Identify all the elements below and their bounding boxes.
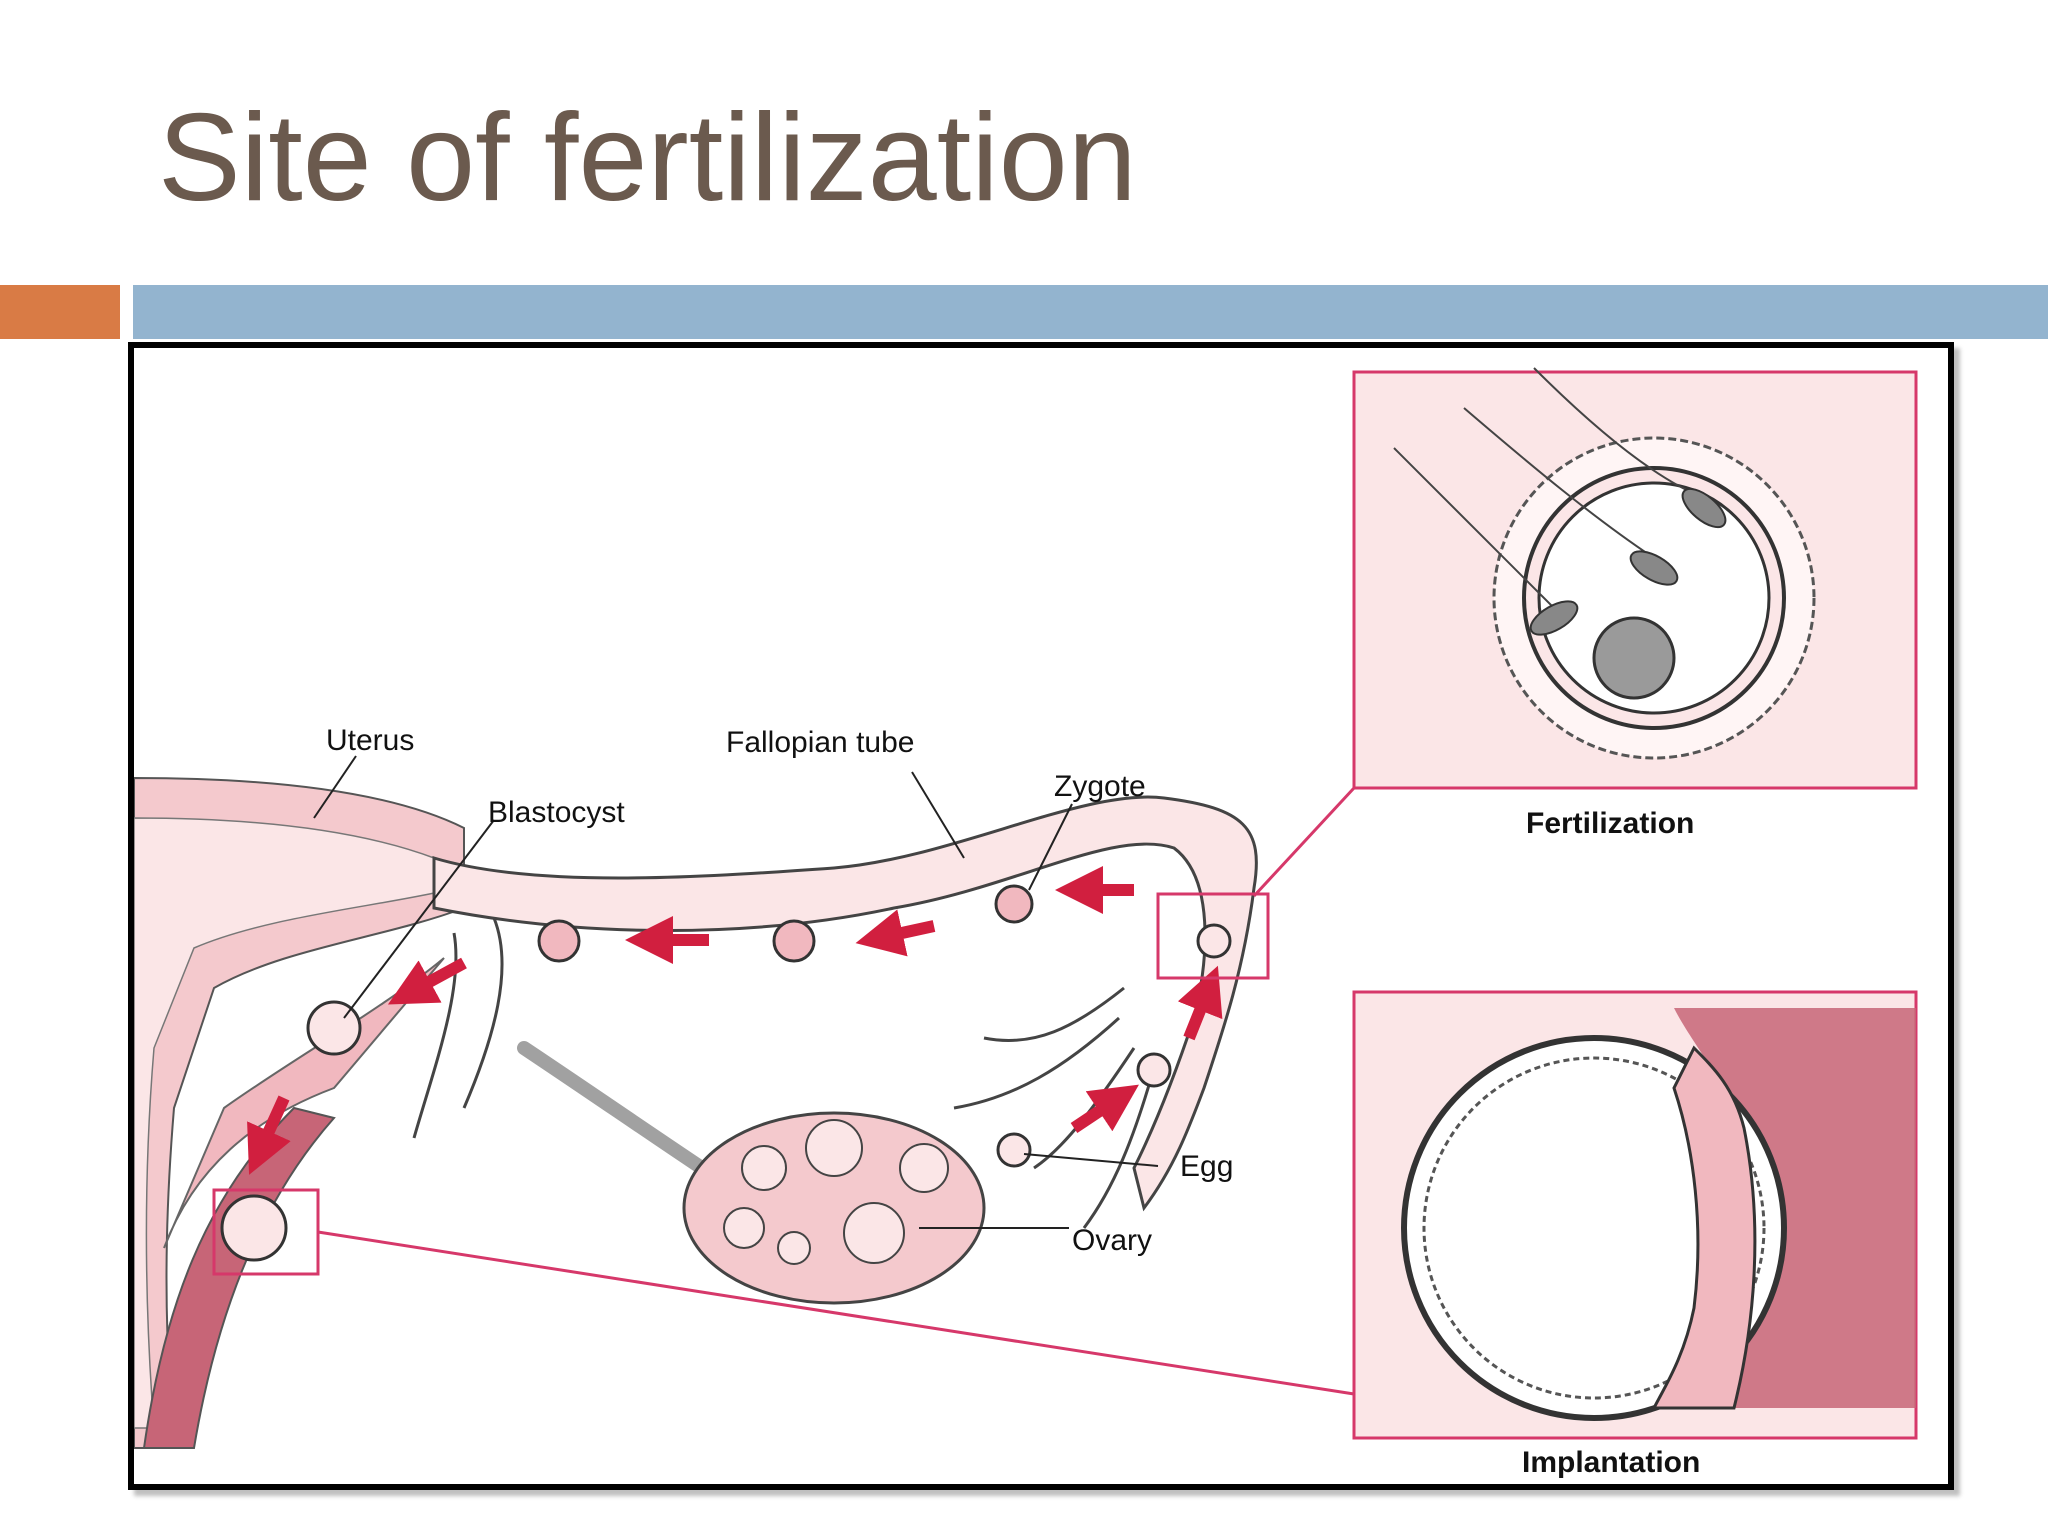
fertilization-site-box	[1156, 892, 1270, 980]
implantation-connector	[317, 1230, 1355, 1396]
tube-cells	[220, 884, 1232, 1262]
figure-frame: Uterus Fallopian tube Zygote Blastocyst …	[128, 342, 1954, 1490]
migration-arrows	[247, 866, 1223, 1175]
fertilization-inset	[1352, 367, 1918, 790]
fertilization-connector	[1252, 786, 1356, 898]
label-zygote: Zygote	[1054, 770, 1146, 803]
label-fertilization: Fertilization	[1526, 807, 1694, 840]
label-pointers	[313, 755, 1159, 1229]
ovary-shape	[682, 1111, 986, 1305]
implantation-inset	[1352, 990, 1918, 1440]
label-implantation: Implantation	[1522, 1446, 1700, 1479]
uterus-shape	[134, 776, 465, 1449]
slide-title: Site of fertilization	[158, 89, 1137, 227]
label-ovary: Ovary	[1072, 1224, 1152, 1257]
accent-bar-orange	[0, 285, 120, 339]
label-blastocyst: Blastocyst	[488, 796, 625, 829]
label-uterus: Uterus	[326, 724, 414, 757]
label-egg: Egg	[1180, 1150, 1233, 1183]
accent-bar-blue	[133, 285, 2048, 339]
reproductive-tract-diagram: Uterus Fallopian tube Zygote Blastocyst …	[134, 367, 1918, 1479]
label-fallopian-tube: Fallopian tube	[726, 726, 914, 759]
